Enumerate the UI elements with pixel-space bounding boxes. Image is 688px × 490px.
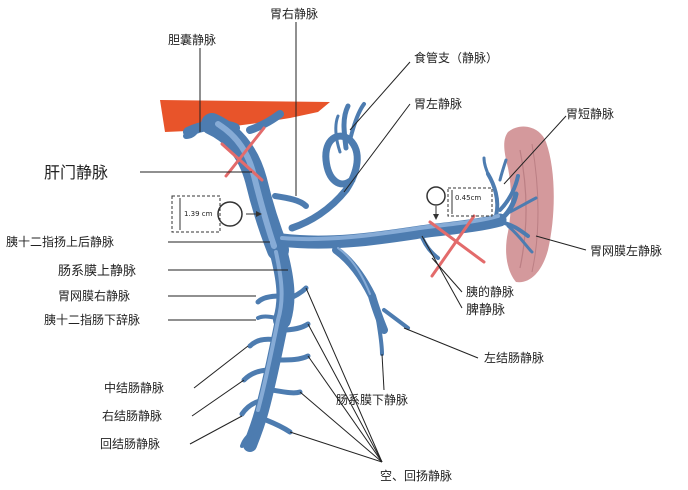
liver-shape <box>160 100 330 132</box>
splenic-diameter-value: 0.45cm <box>455 194 481 202</box>
label-pancreatic-vein: 胰的静脉 <box>466 284 514 299</box>
label-superior-mesenteric-vein: 肠系膜上静脉 <box>58 264 136 279</box>
label-gallbladder-vein: 胆囊静脉 <box>168 32 216 47</box>
label-short-gastric-vein: 胃短静脉 <box>566 106 614 121</box>
leader-lines <box>140 22 587 463</box>
label-jejunal-ileal-veins: 空、回扬静脉 <box>380 468 452 483</box>
label-right-gastric-vein: 胃右静脉 <box>270 6 318 21</box>
label-left-colic-vein: 左结肠静脉 <box>484 350 544 365</box>
label-right-colic-vein: 右结肠静脉 <box>102 408 162 423</box>
portal-diameter-marker: 1.39 cm <box>171 195 262 233</box>
splenic-diameter-marker: 0.45cm <box>426 186 493 220</box>
vein-highlights <box>215 121 500 412</box>
label-left-gastroepiploic-vein: 胃网膜左静脉 <box>590 243 662 258</box>
label-inferior-pancreaticoduodenal-vein: 胰十二指肠下辞脉 <box>44 312 140 327</box>
label-middle-colic-vein: 中结肠静脉 <box>104 380 164 395</box>
label-ileocolic-vein: 回结肠静脉 <box>100 436 160 451</box>
label-posterior-superior-pancreaticoduodenal-vein: 胰十二指扬上后静脉 <box>6 234 114 249</box>
portal-diameter-value: 1.39 cm <box>184 210 213 218</box>
label-left-gastric-vein: 胃左静脉 <box>414 96 462 111</box>
label-portal-vein: 肝门静脉 <box>44 163 108 182</box>
cross-mark-portal <box>220 126 266 182</box>
label-inferior-mesenteric-vein: 肠系膜下静脉 <box>336 392 408 407</box>
label-right-gastroepiploic-vein: 胃网膜右静脉 <box>58 288 130 303</box>
label-splenic-vein: 脾静脉 <box>466 303 505 318</box>
spleen-shape <box>504 126 554 283</box>
label-esophageal-branch: 食管支（静脉） <box>414 50 498 65</box>
